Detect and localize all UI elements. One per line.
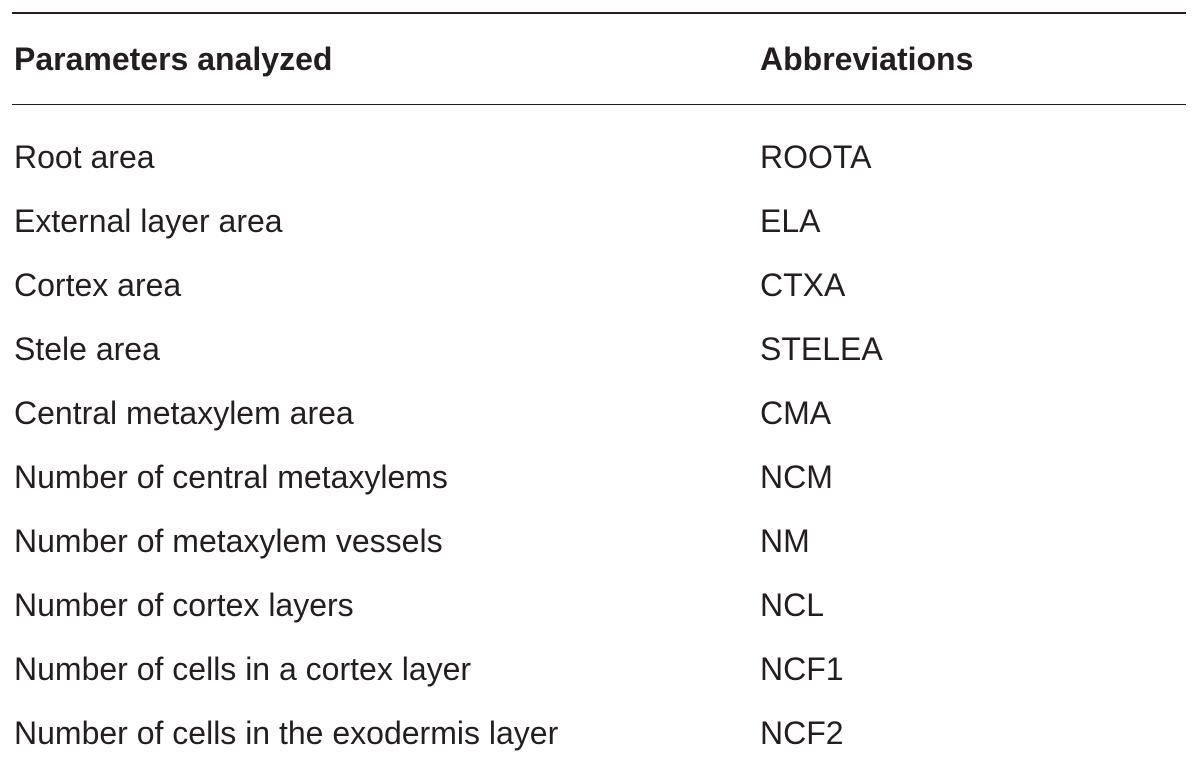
table-row: External layer area ELA [12,189,1186,253]
table-row: Number of metaxylem vessels NM [12,509,1186,573]
table-row: Stele area STELEA [12,317,1186,381]
cell-parameter: External layer area [14,202,283,239]
cell-abbreviation: NCF2 [760,714,844,751]
cell-parameter: Number of cells in the exodermis layer [14,714,559,751]
header-parameters: Parameters analyzed [14,40,333,77]
table-row: Number of cells in a cortex layer NCF1 [12,637,1186,701]
cell-parameter: Root area [14,138,155,175]
cell-abbreviation: STELEA [760,330,883,367]
parameters-table: Parameters analyzed Abbreviations Root a… [12,12,1186,765]
table-top-rule [12,12,1186,14]
cell-parameter: Cortex area [14,266,182,303]
cell-abbreviation: CTXA [760,266,846,303]
table-row: Number of central metaxylems NCM [12,445,1186,509]
cell-abbreviation: NCL [760,586,825,623]
table-row: Cortex area CTXA [12,253,1186,317]
table-row: Central metaxylem area CMA [12,381,1186,445]
table-body: Root area ROOTA External layer area ELA … [12,105,1186,765]
cell-parameter: Stele area [14,330,160,367]
table-header-row: Parameters analyzed Abbreviations [12,14,1186,105]
cell-abbreviation: NM [760,522,810,559]
table-row: Root area ROOTA [12,125,1186,189]
cell-abbreviation: NCF1 [760,650,844,687]
cell-parameter: Number of cortex layers [14,586,354,623]
cell-parameter: Number of metaxylem vessels [14,522,443,559]
cell-abbreviation: ROOTA [760,138,872,175]
cell-parameter: Number of cells in a cortex layer [14,650,472,687]
header-abbreviations: Abbreviations [760,40,974,77]
table-row: Number of cells in the exodermis layer N… [12,701,1186,765]
cell-parameter: Number of central metaxylems [14,458,448,495]
cell-parameter: Central metaxylem area [14,394,354,431]
cell-abbreviation: ELA [760,202,821,239]
cell-abbreviation: NCM [760,458,833,495]
cell-abbreviation: CMA [760,394,832,431]
table-row: Number of cortex layers NCL [12,573,1186,637]
